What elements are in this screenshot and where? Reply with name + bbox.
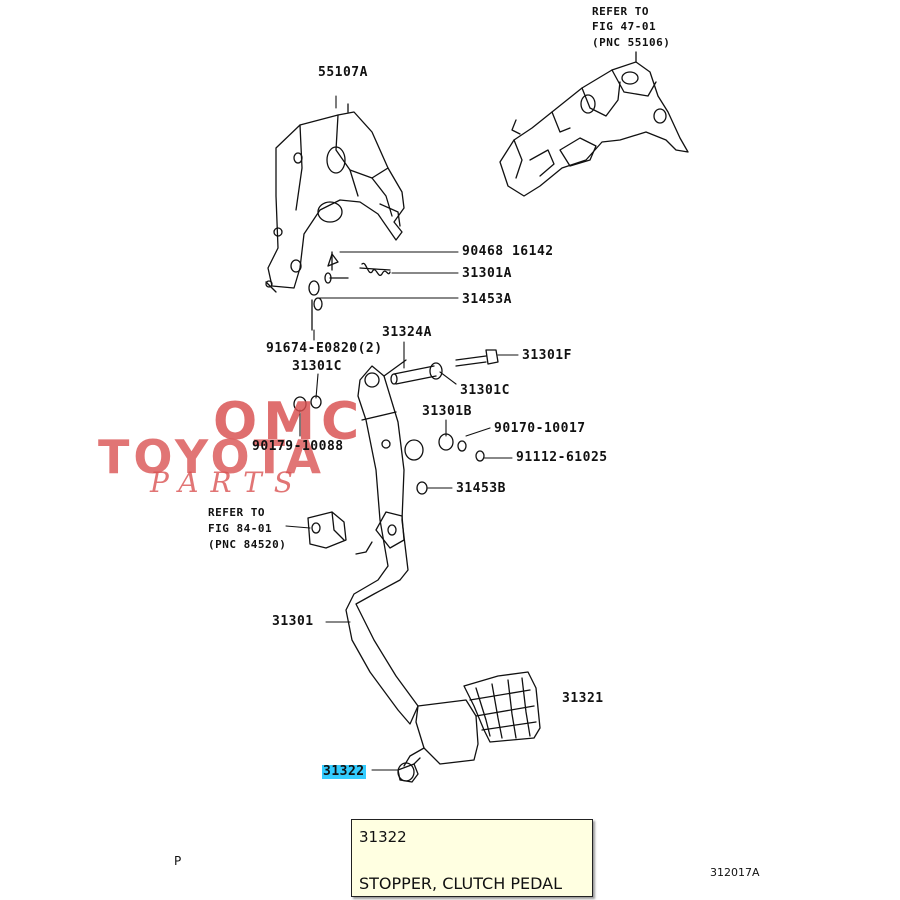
leader-lines (285, 95, 519, 771)
pedal-foot-plate (403, 699, 479, 767)
shaft-31324a (390, 362, 443, 385)
callout-31453b[interactable]: 31453B (456, 481, 506, 496)
page-marker: P (174, 854, 182, 868)
callout-90468[interactable]: 90468 16142 (462, 244, 554, 259)
callout-90179[interactable]: 90179-10088 (252, 439, 344, 454)
callout-31321[interactable]: 31321 (562, 691, 604, 706)
ref-fig-84-line3[interactable]: (PNC 84520) (208, 538, 287, 551)
ref-fig-47-line2[interactable]: FIG 47-01 (592, 20, 657, 33)
pedal-bracket-55107a (265, 103, 405, 293)
callout-31301a[interactable]: 31301A (462, 266, 512, 281)
callout-90170[interactable]: 90170-10017 (494, 421, 586, 436)
watermark-toyota: TOYOTA (98, 430, 326, 484)
watermark-omc: OMC (213, 392, 366, 452)
ref-fig-84-line1[interactable]: REFER TO (208, 506, 265, 519)
callout-31301b[interactable]: 31301B (422, 404, 472, 419)
pedal-pad-31321 (463, 671, 541, 743)
upper-right-bracket (499, 51, 689, 197)
spring-and-pins (308, 251, 391, 331)
callout-55107a[interactable]: 55107A (318, 65, 368, 80)
callout-31301c-left[interactable]: 31301C (292, 359, 342, 374)
stopper-31322 (397, 757, 421, 783)
ref-fig-47-line3[interactable]: (PNC 55106) (592, 36, 671, 49)
callout-91112[interactable]: 91112-61025 (516, 450, 608, 465)
ref-fig-84-line2[interactable]: FIG 84-01 (208, 522, 273, 535)
callout-31301f[interactable]: 31301F (522, 348, 572, 363)
callout-91674[interactable]: 91674-E0820(2) (266, 341, 383, 356)
callout-31324a[interactable]: 31324A (382, 325, 432, 340)
ref-fig-47-line1[interactable]: REFER TO (592, 5, 649, 18)
part-tooltip: 31322 STOPPER, CLUTCH PEDAL (351, 819, 593, 897)
callout-31322-highlighted[interactable]: 31322 (322, 764, 366, 779)
figure-code: 312017A (710, 866, 760, 879)
callout-31301c-right[interactable]: 31301C (460, 383, 510, 398)
tooltip-part-description: STOPPER, CLUTCH PEDAL (359, 874, 562, 893)
bolt-31301f (455, 349, 499, 367)
tooltip-part-code: 31322 (359, 828, 407, 846)
watermark-parts: PARTS (150, 466, 305, 499)
clutch-switch (307, 511, 347, 549)
callout-31453a[interactable]: 31453A (462, 292, 512, 307)
callout-31301[interactable]: 31301 (272, 614, 314, 629)
